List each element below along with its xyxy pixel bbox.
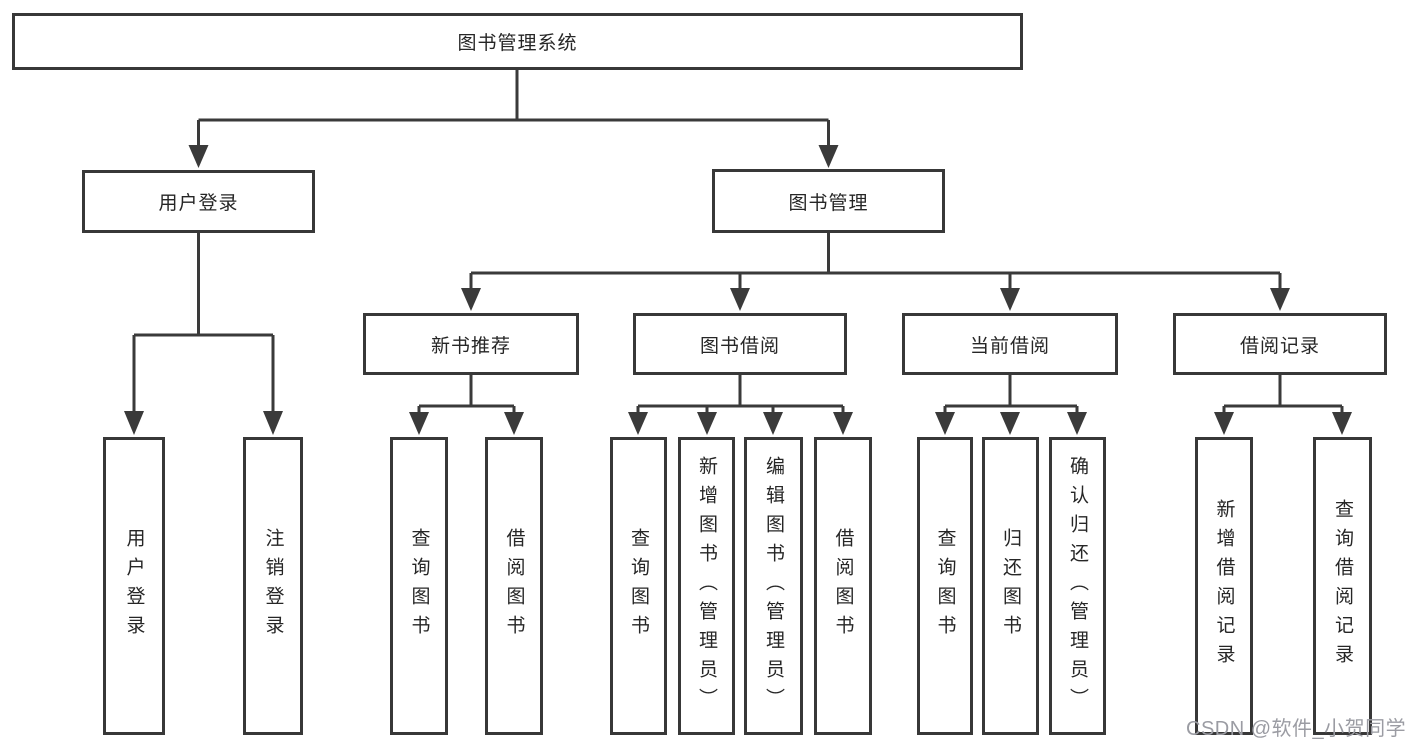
connector-borrow-records-to-leaves (1214, 375, 1352, 435)
node-leaf-add-books-admin: 新增图书（管理员） (678, 437, 735, 735)
node-label: 图书管理 (788, 192, 869, 214)
node-label: 注销登录 (262, 528, 284, 644)
csdn-watermark: CSDN @软件_小贺同学 (1186, 718, 1405, 740)
node-leaf-borrow-books: 借阅图书 (485, 437, 543, 735)
node-leaf-user-login: 用户登录 (103, 437, 165, 735)
node-leaf-query-books: 查询图书 (610, 437, 667, 735)
node-current-borrowing: 当前借阅 (902, 313, 1118, 375)
node-leaf-return-books: 归还图书 (982, 437, 1039, 735)
node-label: 当前借阅 (969, 335, 1050, 357)
node-new-book-recommendation: 新书推荐 (363, 313, 579, 375)
node-label: 借阅记录 (1239, 335, 1320, 357)
node-leaf-query-books: 查询图书 (917, 437, 973, 735)
connector-current-borrowing-to-leaves (935, 375, 1087, 435)
node-library-management-system: 图书管理系统 (12, 13, 1023, 70)
node-book-borrowing: 图书借阅 (633, 313, 847, 375)
node-label: 图书借阅 (699, 335, 780, 357)
connector-root-to-level2 (188, 70, 839, 168)
node-label: 查询图书 (628, 528, 649, 644)
node-borrowing-records: 借阅记录 (1173, 313, 1387, 375)
node-leaf-edit-books-admin: 编辑图书（管理员） (744, 437, 803, 735)
node-book-management: 图书管理 (712, 169, 945, 233)
node-label: 新书推荐 (430, 335, 511, 357)
connector-new-book-rec-to-leaves (409, 375, 524, 435)
node-leaf-query-borrow-record: 查询借阅记录 (1313, 437, 1372, 735)
node-label: 查询图书 (408, 528, 430, 644)
node-label: 借阅图书 (503, 528, 525, 644)
node-leaf-confirm-return-admin: 确认归还（管理员） (1049, 437, 1106, 735)
node-label: 新增借阅记录 (1213, 499, 1235, 673)
node-leaf-query-books: 查询图书 (390, 437, 448, 735)
node-leaf-logout: 注销登录 (243, 437, 303, 735)
node-label: 编辑图书（管理员） (763, 455, 784, 717)
node-label: 用户登录 (158, 193, 239, 214)
connector-user-login-to-leaves (124, 233, 283, 435)
node-label: 用户登录 (123, 528, 145, 644)
connector-book-management-to-level3 (461, 233, 1290, 311)
node-label: 归还图书 (1000, 528, 1021, 644)
node-label: 查询图书 (934, 528, 956, 644)
node-label: 借阅图书 (832, 528, 854, 644)
node-user-login-branch: 用户登录 (82, 170, 315, 233)
node-label: 查询借阅记录 (1332, 499, 1353, 673)
node-leaf-add-borrow-record: 新增借阅记录 (1195, 437, 1253, 735)
node-label: 图书管理系统 (457, 33, 578, 54)
node-label: 确认归还（管理员） (1067, 455, 1088, 717)
connector-book-borrowing-to-leaves (628, 375, 853, 435)
node-label: 新增图书（管理员） (696, 455, 717, 717)
node-leaf-borrow-books: 借阅图书 (814, 437, 872, 735)
